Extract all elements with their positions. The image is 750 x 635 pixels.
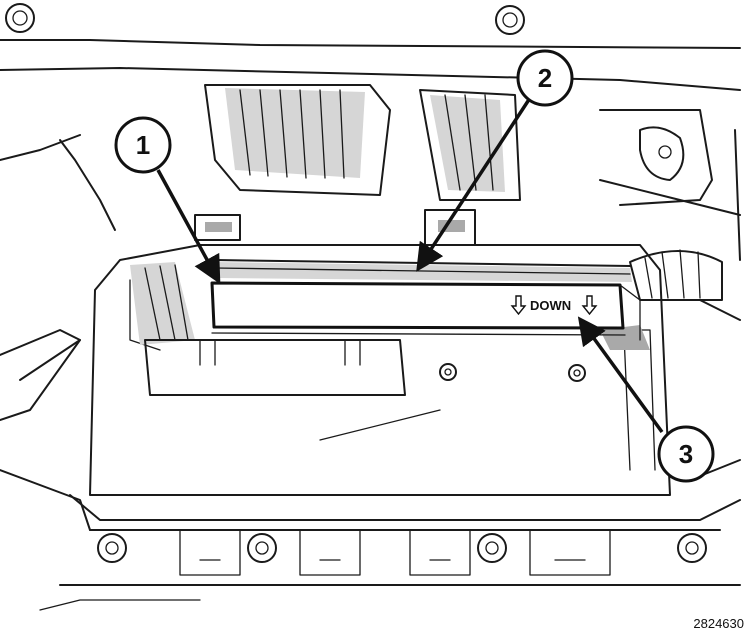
bottom-fastener-row — [97, 533, 707, 563]
top-center-screw — [495, 5, 525, 35]
callout-1-number: 1 — [136, 130, 150, 160]
down-arrow-icon — [510, 295, 527, 316]
leader-3 — [577, 316, 664, 434]
cabin-air-filter: DOWN — [210, 259, 650, 350]
callout-1: 1 — [114, 116, 172, 174]
callout-leaders — [156, 97, 664, 434]
down-arrow-icon — [581, 295, 598, 316]
callout-3-number: 3 — [679, 439, 693, 469]
left-louvre — [130, 262, 195, 345]
leader-1 — [156, 169, 221, 285]
figure-number: 2824630 — [693, 616, 744, 631]
callout-3: 3 — [657, 425, 715, 483]
right-grille — [611, 249, 723, 471]
filter-orientation-label: DOWN — [510, 295, 598, 316]
upper-duct — [204, 84, 521, 201]
housing-screw-right — [568, 364, 586, 382]
down-label: DOWN — [530, 298, 571, 313]
housing-screw-left — [439, 363, 457, 381]
callout-2-number: 2 — [538, 63, 552, 93]
leader-2 — [416, 97, 532, 272]
callout-2: 2 — [516, 49, 574, 107]
top-left-screw — [5, 3, 35, 33]
dashboard-background — [0, 3, 741, 611]
